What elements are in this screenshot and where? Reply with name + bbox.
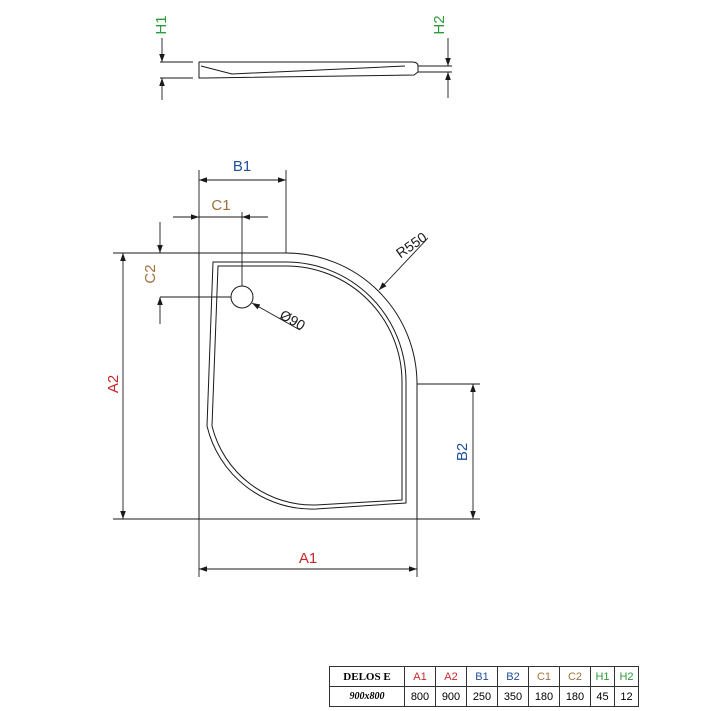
side-profile: H1 H2: [153, 15, 452, 100]
b2-label: B2: [454, 443, 471, 461]
c1-label: C1: [211, 197, 230, 214]
drain-diameter-label: Ø90: [277, 306, 308, 333]
value-a2: 900: [435, 686, 467, 707]
tray-basin-inner: [211, 265, 403, 506]
spec-value-row: 900x800 800 900 250 350 180 180 45 12: [329, 686, 639, 707]
tray-basin: [206, 261, 407, 510]
h1-label: H1: [153, 15, 170, 34]
model-name: DELOS E: [329, 666, 405, 687]
drain-circle: [230, 285, 254, 309]
value-c1: 180: [528, 686, 560, 707]
spec-header-row: DELOS E A1 A2 B1 B2 C1 C2 H1 H2: [329, 666, 639, 687]
a1-label: A1: [299, 550, 317, 567]
header-h2: H2: [614, 666, 639, 687]
spec-table: DELOS E A1 A2 B1 B2 C1 C2 H1 H2 900x800 …: [329, 666, 639, 707]
drain-leader: [251, 302, 301, 331]
tray-profile-inner: [200, 65, 406, 75]
b1-label: B1: [233, 158, 251, 175]
value-a1: 800: [404, 686, 436, 707]
a2-label: A2: [105, 375, 122, 393]
value-c2: 180: [559, 686, 591, 707]
tray-outline: [198, 252, 418, 520]
value-h2: 12: [614, 686, 639, 707]
header-a2: A2: [435, 666, 467, 687]
h2-label: H2: [431, 15, 448, 34]
model-size: 900x800: [329, 686, 405, 707]
header-c2: C2: [559, 666, 591, 687]
header-h1: H1: [590, 666, 615, 687]
value-h1: 45: [590, 686, 615, 707]
c2-label: C2: [142, 264, 159, 283]
header-b2: B2: [497, 666, 529, 687]
header-c1: C1: [528, 666, 560, 687]
value-b2: 350: [497, 686, 529, 707]
radius-leader: [378, 237, 429, 291]
value-b1: 250: [466, 686, 498, 707]
header-a1: A1: [404, 666, 436, 687]
plan-view: Ø90 R550 B1 C1 C2 A2 B2 A1: [105, 158, 480, 577]
header-b1: B1: [466, 666, 498, 687]
tray-profile-outline: [198, 61, 419, 79]
